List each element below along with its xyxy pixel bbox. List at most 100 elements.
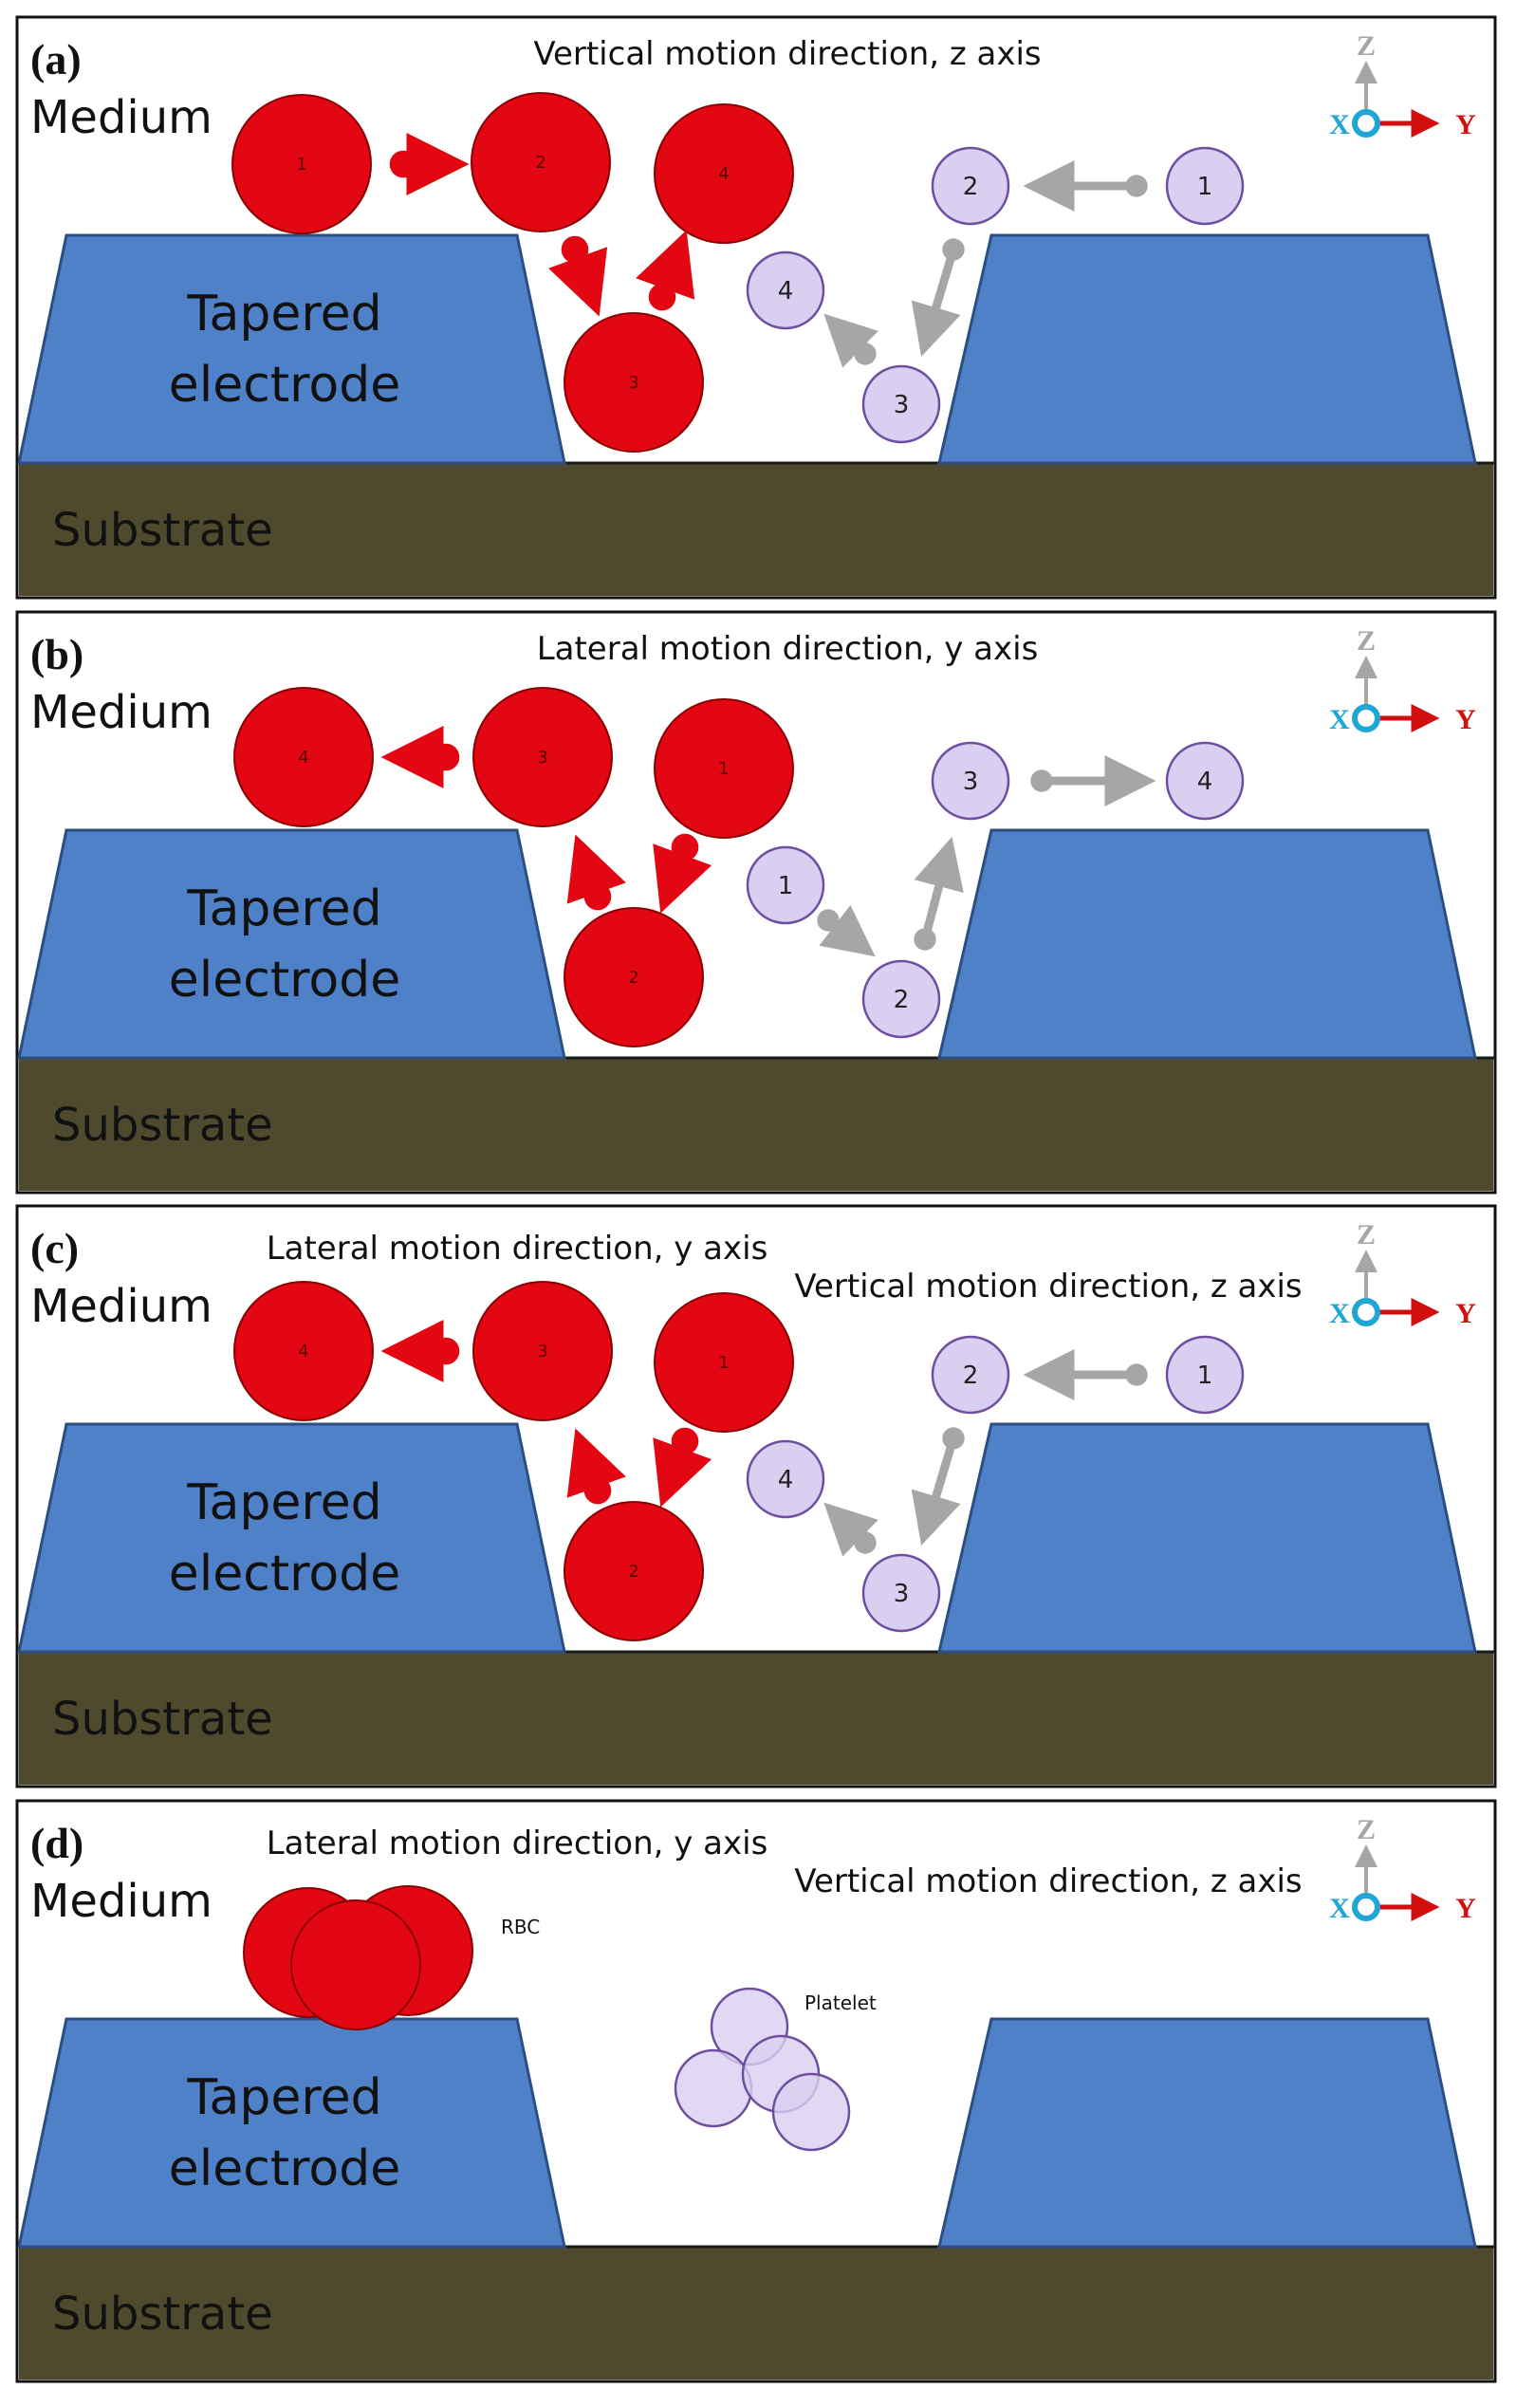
rbc-cell — [290, 1899, 421, 2030]
platelet-position-1: 1 — [1165, 1335, 1245, 1415]
arrow-tail-dot — [942, 238, 965, 261]
electrode-label-line2: electrode — [169, 357, 400, 414]
vertical-motion-label: Vertical motion direction, z axis — [794, 1268, 1302, 1306]
rbc-number: 1 — [296, 155, 306, 175]
arrow-shaft — [911, 245, 961, 357]
rbc-cell-front — [290, 1899, 421, 2030]
panel-c: SubstrateTaperedelectrode(c)MediumLatera… — [15, 1204, 1497, 1788]
z-axis-label: Z — [1357, 30, 1376, 62]
rbc-arrow-3-4 — [636, 230, 695, 311]
rbc-cell — [471, 92, 611, 232]
rbc-cell — [564, 312, 704, 453]
rbc-number: 1 — [718, 759, 729, 779]
x-axis-out-of-page-icon — [1352, 704, 1380, 732]
substrate-label: Substrate — [52, 1693, 273, 1746]
rbc-number: 2 — [628, 968, 638, 988]
rbc-cell — [231, 94, 372, 234]
rbc-arrow-to-4 — [380, 1320, 460, 1382]
right-tapered-electrode — [937, 1422, 1477, 1654]
platelet-position-1: 1 — [746, 845, 825, 925]
x-axis-label: X — [1329, 109, 1350, 140]
platelet-arrow-1-2 — [1023, 1349, 1148, 1400]
z-axis-label: Z — [1357, 625, 1376, 657]
arrow-tail-dot — [1030, 769, 1053, 792]
platelet-cell — [931, 1335, 1010, 1415]
platelet-arrow-3-4 — [823, 1502, 878, 1557]
right-tapered-electrode — [937, 2017, 1477, 2249]
arrow-tail-dot — [914, 928, 936, 951]
platelet-arrow-2-3 — [911, 1427, 965, 1546]
platelet-cell — [746, 250, 825, 330]
platelet-number: 1 — [1197, 1361, 1213, 1390]
electrode-label-line1: Tapered — [186, 880, 381, 937]
rbc-arrow-to-4 — [380, 726, 460, 788]
left-tapered-electrode — [17, 2017, 566, 2249]
platelet-position-4: 4 — [746, 1439, 825, 1519]
arrow-tail-dot — [648, 283, 676, 311]
electrode-label-line1: Tapered — [186, 286, 381, 343]
platelet-cell — [861, 364, 941, 444]
left-tapered-electrode — [17, 233, 566, 465]
platelet-cell — [861, 959, 941, 1039]
rbc-label: RBC — [501, 1916, 540, 1938]
panel-a: SubstrateTaperedelectrode(a)MediumVertic… — [15, 15, 1497, 600]
rbc-arrow-2-3 — [566, 1428, 626, 1505]
electrode-label-line1: Tapered — [186, 2069, 381, 2126]
platelet-position-1: 1 — [1165, 146, 1245, 226]
right-tapered-electrode — [937, 828, 1477, 1060]
platelet-arrow-2-3 — [911, 238, 965, 357]
platelet-number: 3 — [894, 391, 910, 419]
x-axis-out-of-page-icon — [1352, 109, 1380, 138]
arrow-shaft — [914, 836, 964, 944]
electrode-label-line2: electrode — [169, 952, 400, 1009]
rbc-position-2: 2 — [564, 907, 704, 1047]
rbc-cell — [654, 103, 794, 244]
left-tapered-electrode — [17, 828, 566, 1060]
y-axis-label: Y — [1455, 704, 1476, 735]
rbc-position-2: 2 — [564, 1501, 704, 1641]
rbc-position-1: 1 — [654, 1292, 794, 1433]
lateral-motion-label: Lateral motion direction, y axis — [267, 1825, 768, 1862]
medium-label: Medium — [30, 1875, 213, 1928]
lateral-motion-label: Lateral motion direction, y axis — [267, 1230, 768, 1268]
medium-label: Medium — [30, 91, 213, 144]
platelet-number: 1 — [778, 872, 794, 900]
platelet-position-4: 4 — [1165, 741, 1245, 821]
y-axis-label: Y — [1455, 1893, 1476, 1924]
arrow-tail-dot — [817, 909, 840, 932]
x-axis-out-of-page-icon — [1352, 1298, 1380, 1326]
rbc-position-4: 4 — [654, 103, 794, 244]
panel-label: (c) — [30, 1224, 79, 1272]
arrow-tail-dot — [583, 1476, 612, 1505]
rbc-arrow-1-2 — [653, 833, 712, 914]
platelet-arrow-2-3 — [914, 836, 964, 951]
x-axis-label: X — [1329, 704, 1350, 735]
arrow-tail-dot — [432, 1337, 460, 1365]
panel-b: SubstrateTaperedelectrode(b)MediumLatera… — [15, 610, 1497, 1195]
medium-label: Medium — [30, 686, 213, 739]
platelet-position-2: 2 — [931, 146, 1010, 226]
rbc-number: 4 — [298, 1342, 308, 1361]
vertical-motion-label: Vertical motion direction, z axis — [794, 1862, 1302, 1900]
platelet-label: Platelet — [804, 1991, 877, 2014]
substrate-label: Substrate — [52, 1099, 273, 1152]
arrow-tail-dot — [1125, 1363, 1148, 1386]
rbc-number: 1 — [718, 1353, 729, 1373]
panel-label: (b) — [30, 630, 83, 678]
rbc-position-3: 3 — [564, 312, 704, 453]
platelet-cell — [1165, 741, 1245, 821]
right-tapered-electrode — [937, 233, 1477, 465]
platelet-position-2: 2 — [861, 959, 941, 1039]
platelet-number: 2 — [963, 1361, 979, 1390]
rbc-number: 2 — [628, 1562, 638, 1582]
platelet-cell — [746, 845, 825, 925]
y-axis-label: Y — [1455, 109, 1476, 140]
platelet-cell — [931, 741, 1010, 821]
arrow-tail-dot — [583, 882, 612, 911]
motion-direction-label: Vertical motion direction, z axis — [533, 35, 1041, 73]
rbc-cell — [564, 1501, 704, 1641]
arrow-shaft — [911, 1434, 961, 1546]
substrate-layer — [19, 463, 1493, 596]
substrate-label: Substrate — [52, 504, 273, 557]
left-tapered-electrode — [17, 1422, 566, 1654]
